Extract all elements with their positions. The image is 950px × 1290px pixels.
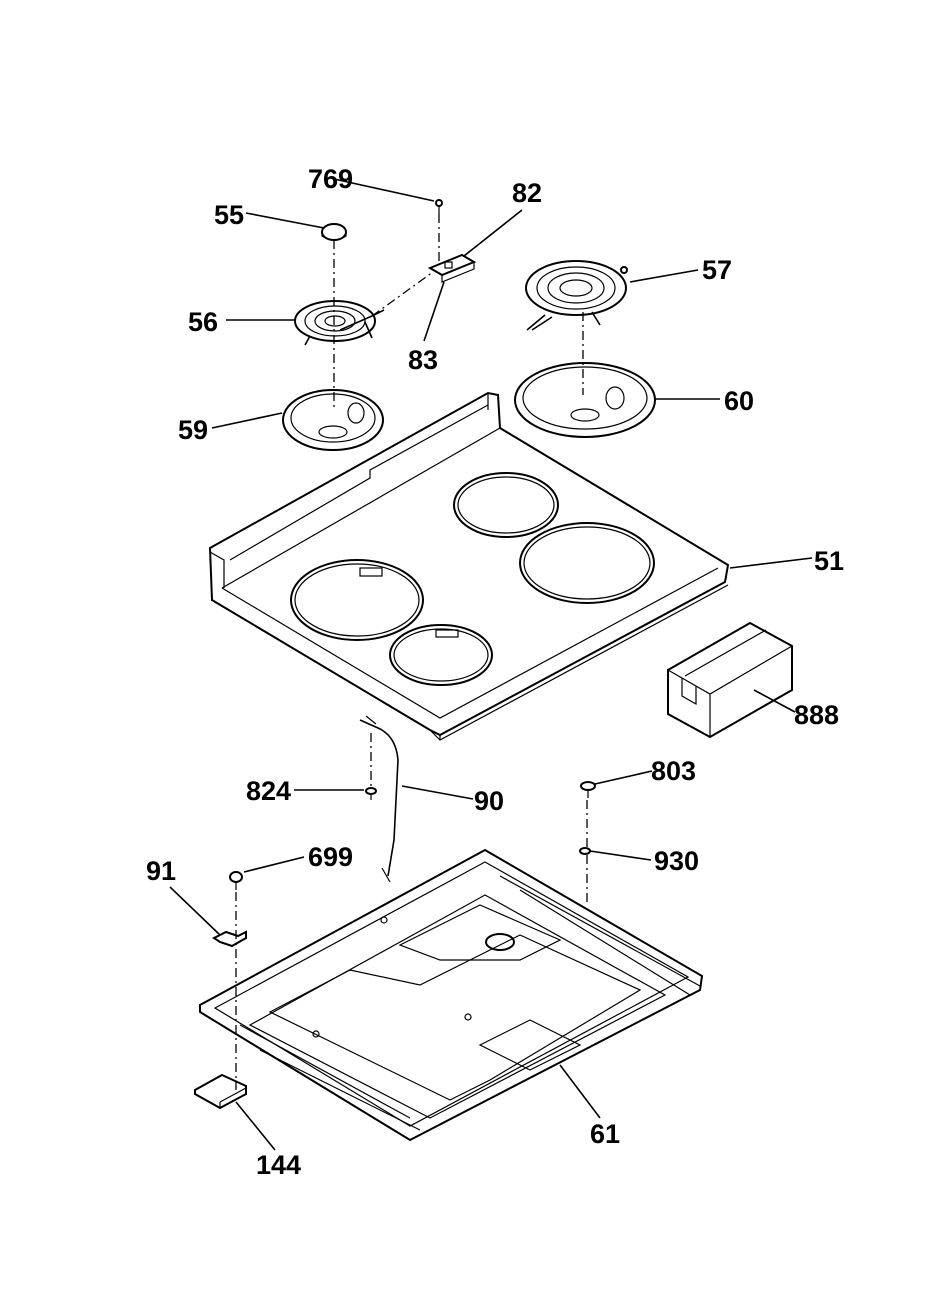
label-803: 803 <box>651 756 696 786</box>
screw-769 <box>435 199 443 214</box>
label-699: 699 <box>308 842 353 872</box>
clip-91 <box>212 930 247 948</box>
receptacle-82 <box>427 253 477 283</box>
screw-803 <box>580 781 596 798</box>
label-51: 51 <box>814 546 844 576</box>
label-83: 83 <box>408 345 438 375</box>
part-labels: 769 82 55 57 56 83 60 59 51 888 803 824 … <box>146 164 844 1180</box>
label-888: 888 <box>794 700 839 730</box>
block-888 <box>667 621 793 739</box>
label-61: 61 <box>590 1119 620 1149</box>
label-59: 59 <box>178 415 208 445</box>
screw-699 <box>229 871 243 890</box>
label-55: 55 <box>214 200 244 230</box>
label-57: 57 <box>702 255 732 285</box>
leader-lines <box>169 178 813 1151</box>
nut-930 <box>579 847 591 855</box>
drip-pan-59 <box>282 389 384 451</box>
base-pan-61 <box>199 848 704 1142</box>
screw-824 <box>365 787 377 800</box>
label-82: 82 <box>512 178 542 208</box>
bracket-144 <box>194 1073 247 1110</box>
label-144: 144 <box>256 1150 301 1180</box>
small-element-56 <box>294 300 385 346</box>
assembly-lines <box>235 214 588 1090</box>
label-90: 90 <box>474 786 504 816</box>
cooktop-part-51 <box>208 391 730 741</box>
label-56: 56 <box>188 307 218 337</box>
wire-90 <box>359 715 399 883</box>
label-824: 824 <box>246 776 291 806</box>
drip-pan-60 <box>514 362 656 438</box>
label-60: 60 <box>724 386 754 416</box>
label-930: 930 <box>654 846 699 876</box>
label-91: 91 <box>146 856 176 886</box>
cap-55 <box>321 223 347 241</box>
label-769: 769 <box>308 164 353 194</box>
large-element-57 <box>525 260 628 331</box>
